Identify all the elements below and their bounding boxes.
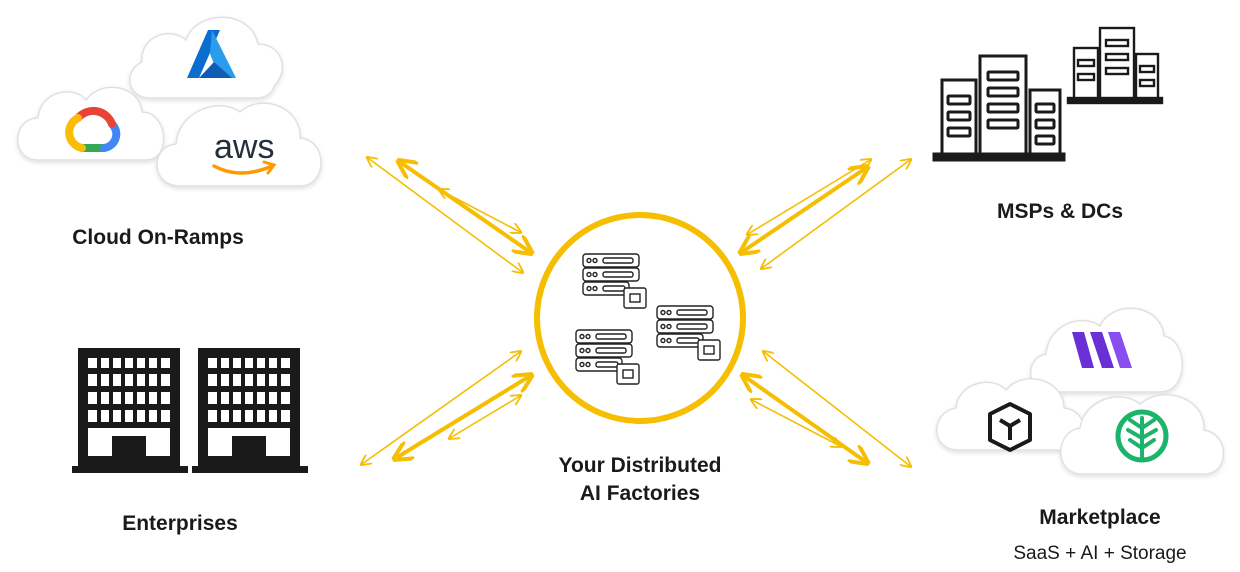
aws-logo-text: aws [214,128,274,166]
arrows-enterprises [362,352,530,464]
server-rack-icon [1066,26,1164,105]
marketplace-sublabel: SaaS + AI + Storage [1013,543,1187,564]
cloud-on-ramps-label: Cloud On-Ramps [72,226,244,249]
google-cloud-logo-icon [65,106,121,152]
marketplace-label: Marketplace [1039,506,1161,529]
arrows-msp [742,160,910,268]
aws-logo-icon: aws [212,128,277,175]
datacenter-building-icon [932,54,1066,162]
center-title-line2: AI Factories [579,482,701,505]
center-hub [534,212,746,424]
enterprises-label: Enterprises [122,512,238,535]
office-building-icon [72,348,308,473]
gpu-server-icon [575,253,721,385]
msps-dcs-label: MSPs & DCs [996,200,1124,223]
wasabi-logo-icon [1072,332,1132,368]
tree-logo-icon [1115,409,1169,463]
arrows-marketplace [744,352,910,466]
cube-logo-icon [988,402,1032,452]
cloud-group [17,16,322,187]
center-title-line1: Your Distributed [558,454,722,477]
azure-logo-icon [187,30,236,78]
arrows-cloud [368,158,530,272]
